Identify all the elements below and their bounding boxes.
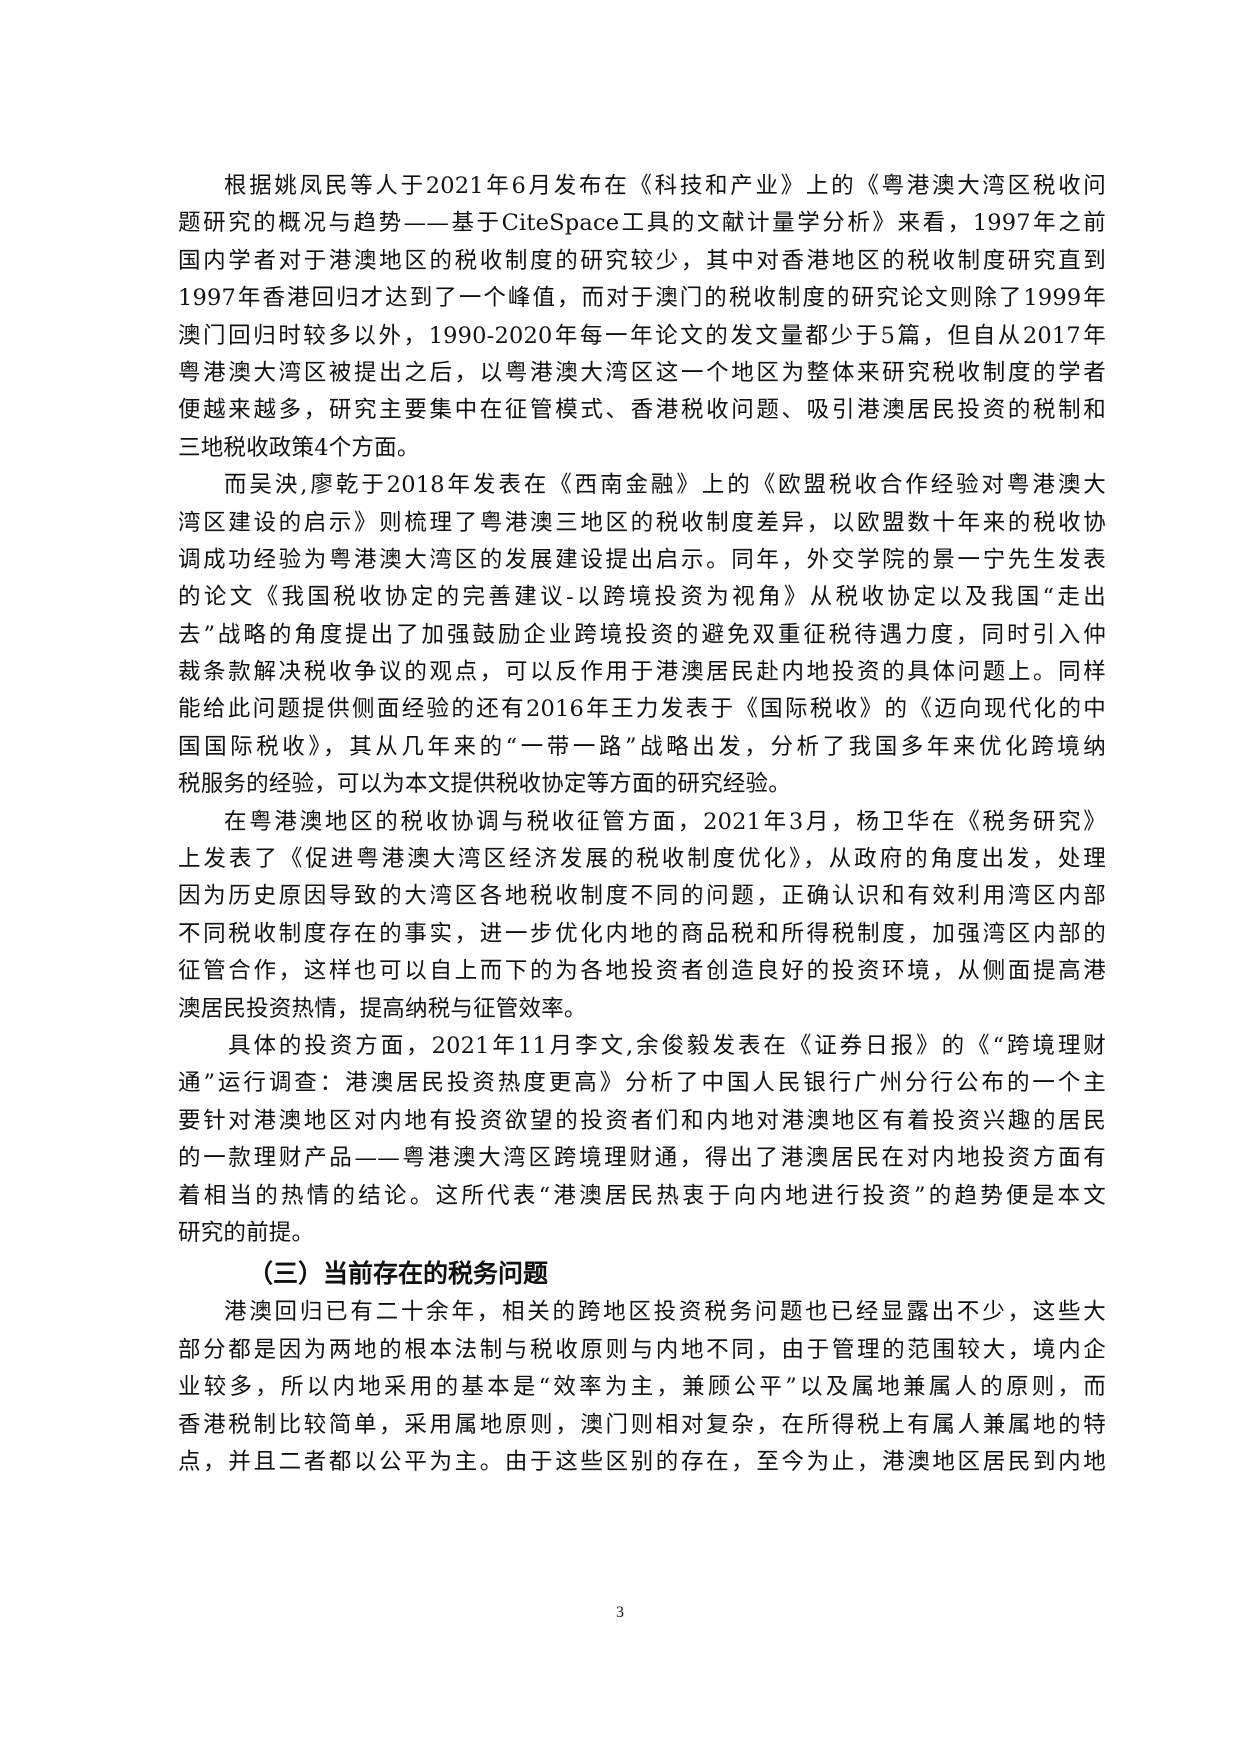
text-line: 税服务的经验，可以为本文提供税收协定等方面的研究经验。 (178, 771, 791, 798)
text-line: 去”战略的角度提出了加强鼓励企业跨境投资的避免双重征税待遇力度，同时引入仲 (178, 621, 1106, 648)
text-line: 而吴泱,廖乾于2018年发表在《西南金融》上的《欧盟税收合作经验对粤港澳大 (224, 472, 1106, 499)
text-line: 题研究的概况与趋势——基于CiteSpace工具的文献计量学分析》来看，1997… (178, 210, 1106, 237)
section-heading: （三）当前存在的税务问题 (248, 1259, 549, 1289)
text-line: 调成功经验为粤港澳大湾区的发展建设提出启示。同年，外交学院的景一宁先生发表 (178, 546, 1106, 573)
text-line: 香港税制比较简单，采用属地原则，澳门则相对复杂，在所得税上有属人兼属地的特 (178, 1411, 1106, 1438)
text-line: 国内学者对于港澳地区的税收制度的研究较少，其中对香港地区的税收制度研究直到 (178, 247, 1106, 274)
text-line: 粤港澳大湾区被提出之后，以粤港澳大湾区这一个地区为整体来研究税收制度的学者 (178, 359, 1106, 386)
text-line: 澳门回归时较多以外，1990-2020年每一年论文的发文量都少于5篇，但自从20… (178, 322, 1106, 349)
paragraph-tax-coordination: 在粤港澳地区的税收协调与税收征管方面，2021年3月，杨卫华在《税务研究》 上发… (178, 804, 1106, 1028)
text-line: 通”运行调查：港澳居民投资热度更高》分析了中国人民银行广州分行公布的一个主 (178, 1070, 1106, 1097)
text-line: 国国际税收》，其从几年来的“一带一路”战略出发，分析了我国多年来优化跨境纳 (178, 733, 1106, 760)
text-line: 着相当的热情的结论。这所代表“港澳居民热衷于向内地进行投资”的趋势便是本文 (178, 1182, 1106, 1209)
text-line: 要针对港澳地区对内地有投资欲望的投资者们和内地对港澳地区有着投资兴趣的居民 (178, 1107, 1106, 1134)
text-line: 上发表了《促进粤港澳大湾区经济发展的税收制度优化》，从政府的角度出发，处理 (178, 846, 1106, 873)
text-line: 在粤港澳地区的税收协调与税收征管方面，2021年3月，杨卫华在《税务研究》 (224, 808, 1106, 835)
text-line: 能给此问题提供侧面经验的还有2016年王力发表于《国际税收》的《迈向现代化的中 (178, 696, 1106, 723)
text-line: 征管合作，这样也可以自上而下的为各地投资者创造良好的投资环境，从侧面提高港 (178, 958, 1106, 985)
text-line: 港澳回归已有二十余年，相关的跨地区投资税务问题也已经显露出不少，这些大 (224, 1299, 1106, 1326)
text-line: 根据姚凤民等人于2021年6月发布在《科技和产业》上的《粤港澳大湾区税收问 (224, 173, 1106, 199)
text-line: 三地税收政策4个方面。 (178, 434, 420, 461)
text-line: 具体的投资方面，2021年11月李文,余俊毅发表在《证券日报》的《“跨境理财 (228, 1032, 1106, 1059)
text-line: 便越来越多，研究主要集中在征管模式、香港税收问题、吸引港澳居民投资的税制和 (178, 397, 1106, 424)
paragraph-investment: 具体的投资方面，2021年11月李文,余俊毅发表在《证券日报》的《“跨境理财 通… (178, 1028, 1106, 1252)
paragraph-current-tax-issues: 港澳回归已有二十余年，相关的跨地区投资税务问题也已经显露出不少，这些大 部分都是… (178, 1294, 1106, 1481)
text-line: 因为历史原因导致的大湾区各地税收制度不同的问题，正确认识和有效利用湾区内部 (178, 883, 1106, 910)
page-number: 3 (616, 1604, 624, 1621)
document-page: 根据姚凤民等人于2021年6月发布在《科技和产业》上的《粤港澳大湾区税收问 题研… (178, 168, 1106, 1481)
paragraph-research-overview: 根据姚凤民等人于2021年6月发布在《科技和产业》上的《粤港澳大湾区税收问 题研… (178, 168, 1106, 467)
text-line: 不同税收制度存在的事实，进一步优化内地的商品税和所得税制度，加强湾区内部的 (178, 920, 1106, 947)
text-line: 研究的前提。 (178, 1219, 315, 1246)
text-line: 1997年香港回归才达到了一个峰值，而对于澳门的税收制度的研究论文则除了1999… (178, 285, 1106, 312)
text-line: 的论文《我国税收协定的完善建议-以跨境投资为视角》从税收协定以及我国“走出 (178, 584, 1106, 611)
text-line: 湾区建设的启示》则梳理了粤港澳三地区的税收制度差异，以欧盟数十年来的税收协 (178, 509, 1106, 536)
text-line: 点，并且二者都以公平为主。由于这些区别的存在，至今为止，港澳地区居民到内地 (178, 1448, 1106, 1475)
text-line: 业较多，所以内地采用的基本是“效率为主，兼顾公平”以及属地兼属人的原则，而 (178, 1374, 1106, 1401)
text-line: 澳居民投资热情，提高纳税与征管效率。 (178, 995, 587, 1022)
text-line: 部分都是因为两地的根本法制与税收原则与内地不同，由于管理的范围较大，境内企 (178, 1336, 1106, 1363)
text-line: 的一款理财产品——粤港澳大湾区跨境理财通，得出了港澳居民在对内地投资方面有 (178, 1145, 1106, 1172)
paragraph-eu-tax-cooperation: 而吴泱,廖乾于2018年发表在《西南金融》上的《欧盟税收合作经验对粤港澳大 湾区… (178, 467, 1106, 804)
text-line: 裁条款解决税收争议的观点，可以反作用于港澳居民赴内地投资的具体问题上。同样 (178, 659, 1106, 686)
